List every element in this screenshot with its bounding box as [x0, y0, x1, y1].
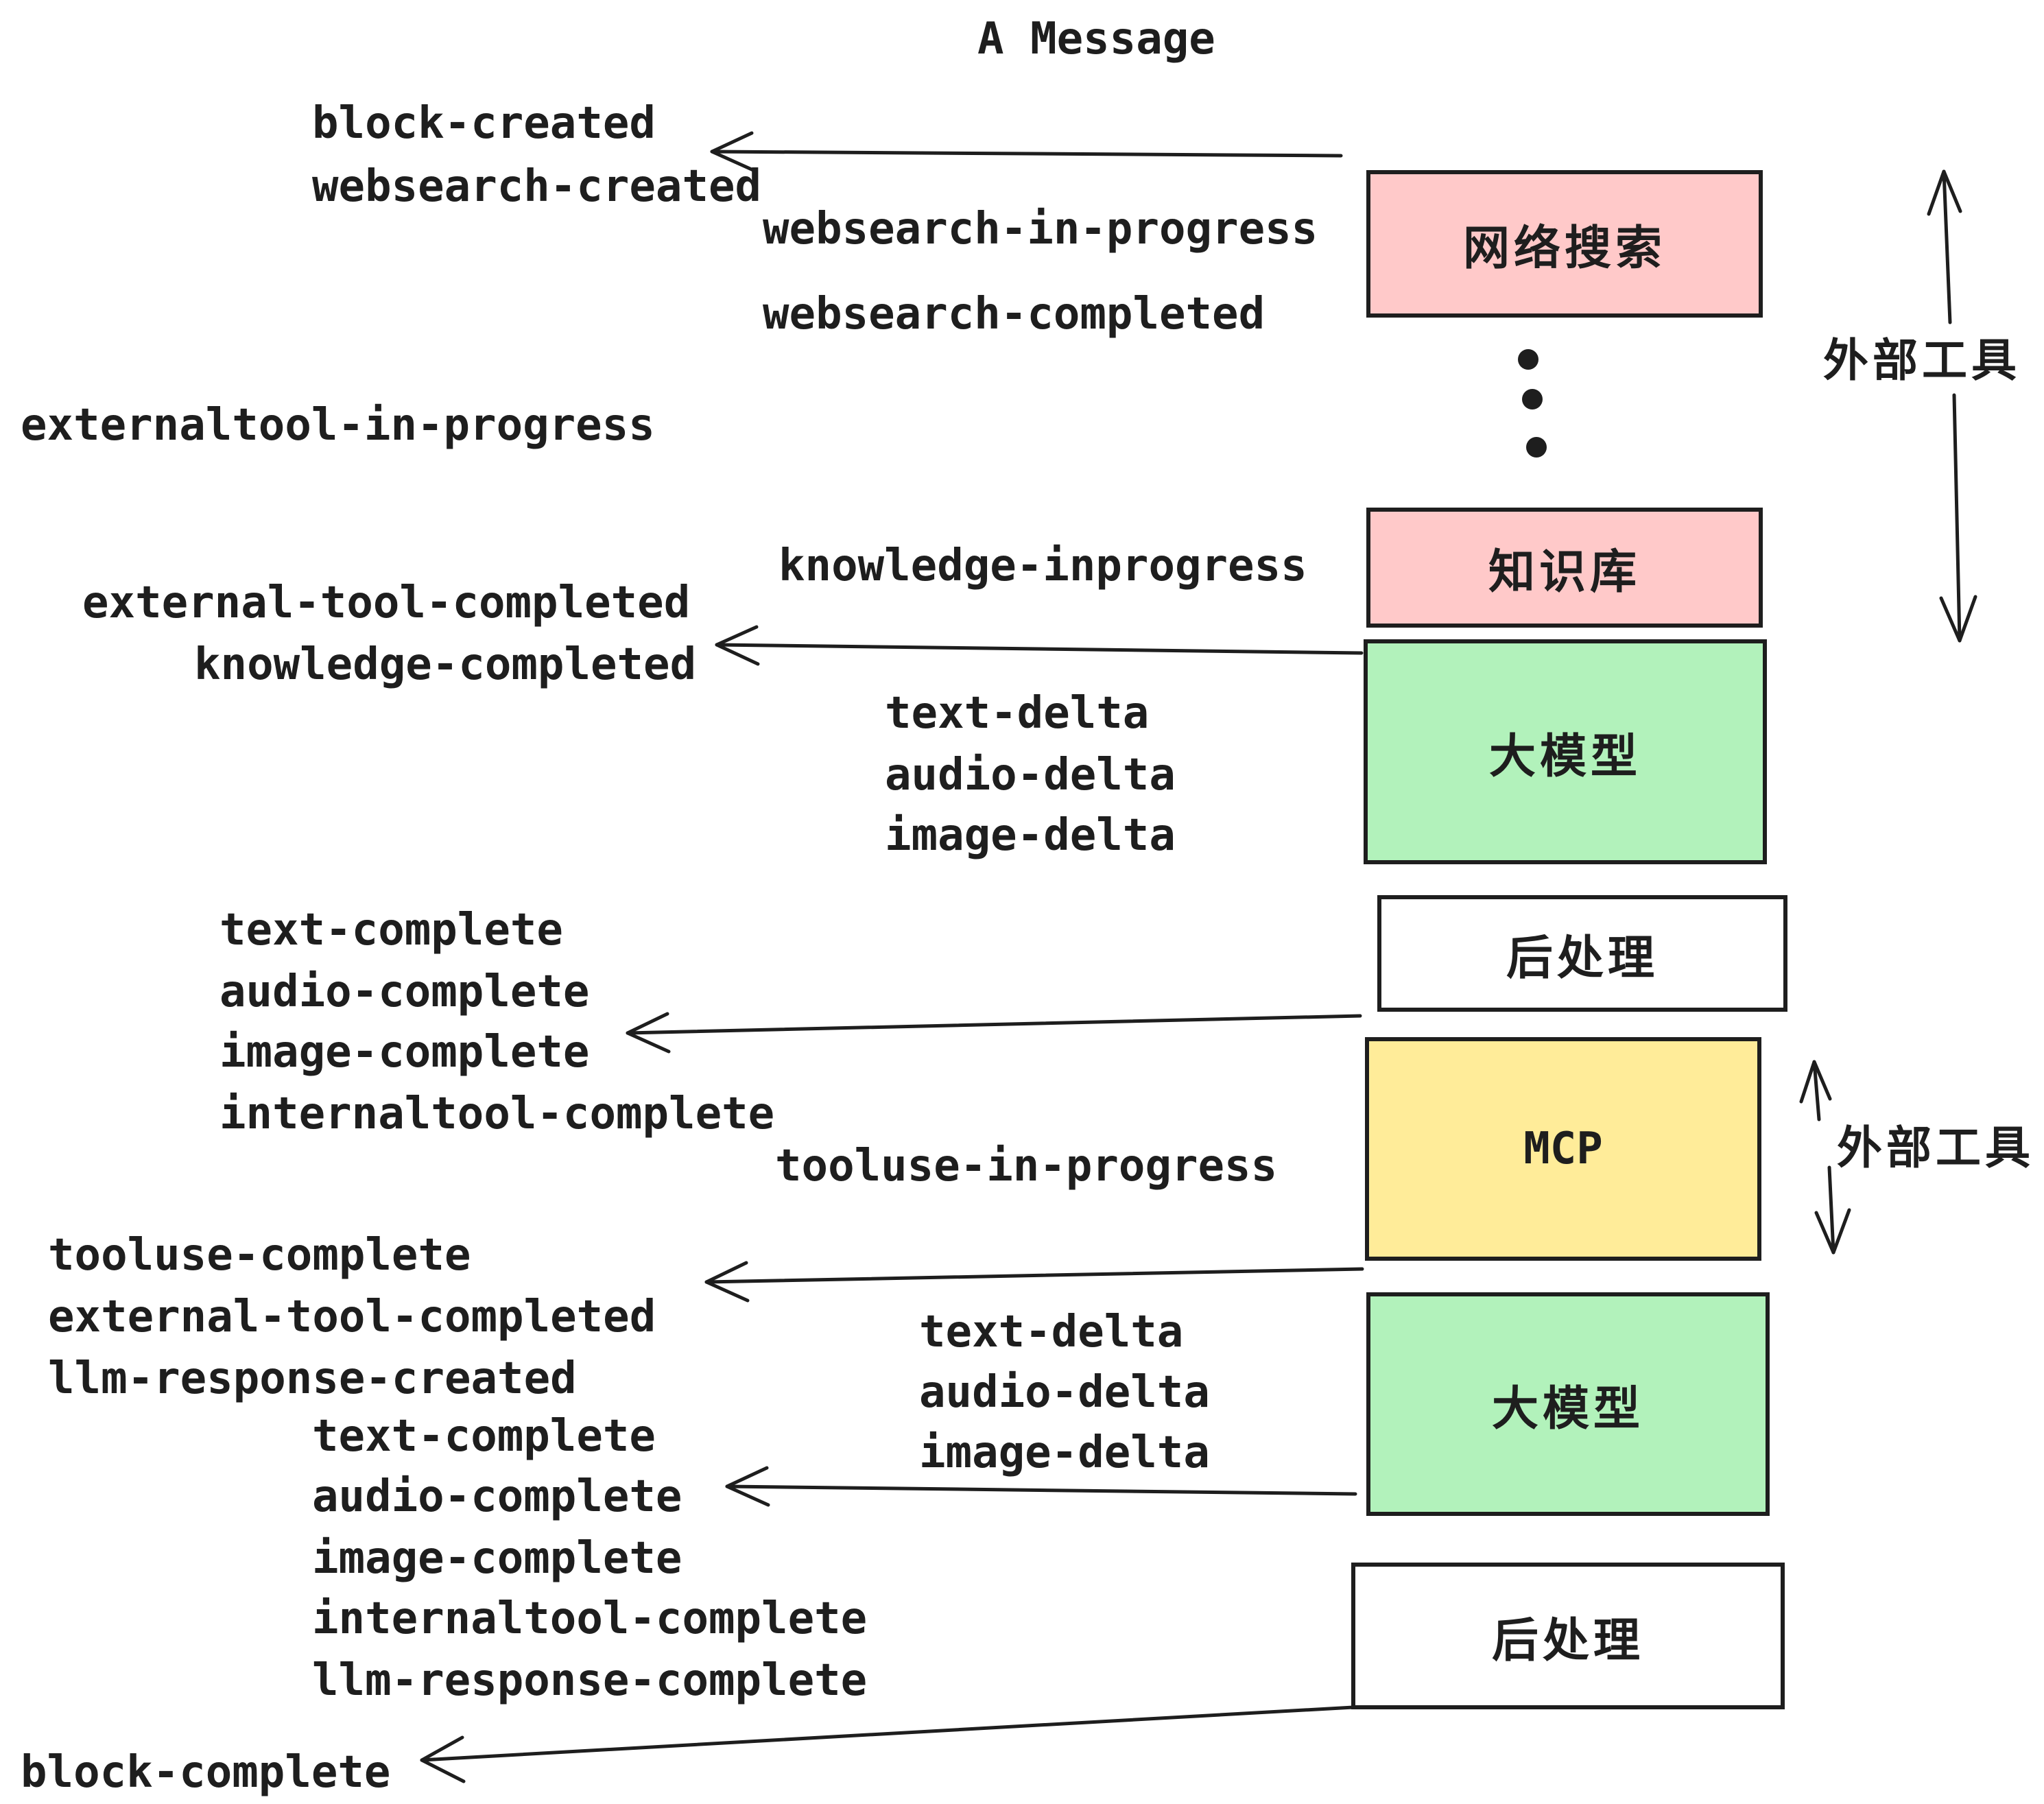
event-audio-delta-2: audio-delta — [919, 1367, 1210, 1418]
box-llm-1: 大模型 — [1364, 639, 1767, 864]
event-audio-complete-1: audio-complete — [219, 966, 590, 1017]
event-llm-response-complete: llm-response-complete — [312, 1655, 868, 1706]
page-title: A Message — [977, 14, 1215, 64]
event-tooluse-complete: tooluse-complete — [48, 1230, 471, 1281]
event-internaltool-complete-1: internaltool-complete — [219, 1089, 775, 1139]
event-text-complete-1: text-complete — [219, 905, 563, 956]
event-internaltool-complete-2: internaltool-complete — [312, 1593, 868, 1644]
box-websearch-label: 网络搜索 — [1462, 222, 1666, 274]
box-postprocess-1-label: 后处理 — [1506, 931, 1659, 984]
label-external-tools-top: 外部工具 — [1823, 335, 2021, 385]
arrow-external-tools-mid-up — [1799, 1060, 1832, 1121]
box-llm-1-label: 大模型 — [1488, 730, 1641, 783]
event-image-complete-1: image-complete — [219, 1027, 590, 1078]
box-llm-2-label: 大模型 — [1491, 1382, 1644, 1435]
event-websearch-in-progress: websearch-in-progress — [763, 204, 1318, 254]
event-websearch-created: websearch-created — [312, 161, 762, 212]
box-mcp: MCP — [1365, 1037, 1761, 1261]
arrow-post2-to-block-complete — [420, 1705, 1355, 1783]
box-postprocess-2: 后处理 — [1351, 1563, 1785, 1709]
event-knowledge-completed: knowledge-completed — [194, 639, 697, 690]
arrow-external-tools-top-up — [1927, 169, 1962, 324]
box-postprocess-1: 后处理 — [1377, 895, 1787, 1012]
arrow-external-tools-top-down — [1939, 393, 1977, 643]
event-audio-delta-1: audio-delta — [885, 750, 1176, 800]
arrow-llm2-to-audio-complete — [725, 1466, 1357, 1507]
event-websearch-completed: websearch-completed — [763, 289, 1265, 340]
event-block-complete: block-complete — [21, 1747, 391, 1798]
event-external-tool-completed-2: external-tool-completed — [48, 1292, 656, 1342]
arrow-websearch-to-created — [710, 131, 1343, 172]
arrow-external-tools-mid-down — [1814, 1165, 1851, 1255]
box-websearch: 网络搜索 — [1366, 170, 1763, 318]
ellipsis-dots — [1518, 349, 1547, 458]
event-text-delta-2: text-delta — [919, 1307, 1184, 1357]
event-llm-response-created: llm-response-created — [48, 1353, 577, 1404]
label-external-tools-mid: 外部工具 — [1837, 1122, 2034, 1173]
event-external-tool-completed-1: external-tool-completed — [82, 578, 691, 628]
event-audio-complete-2: audio-complete — [312, 1471, 682, 1522]
event-knowledge-inprogress: knowledge-inprogress — [779, 541, 1307, 591]
event-block-created: block-created — [312, 98, 656, 149]
arrow-llm1-to-knowledge-completed — [715, 625, 1364, 666]
box-knowledge-label: 知识库 — [1488, 546, 1641, 598]
box-postprocess-2-label: 后处理 — [1491, 1614, 1644, 1667]
box-llm-2: 大模型 — [1366, 1292, 1770, 1516]
event-text-complete-2: text-complete — [312, 1411, 656, 1462]
event-image-complete-2: image-complete — [312, 1533, 682, 1584]
event-image-delta-2: image-delta — [919, 1427, 1210, 1478]
event-text-delta-1: text-delta — [885, 688, 1150, 739]
arrow-post1-to-image-complete — [626, 1012, 1362, 1054]
event-tooluse-in-progress: tooluse-in-progress — [775, 1141, 1278, 1191]
arrow-mcp-to-external-tool-completed — [704, 1261, 1364, 1303]
event-externaltool-in-progress: externaltool-in-progress — [21, 400, 655, 451]
event-image-delta-1: image-delta — [885, 810, 1176, 861]
box-mcp-label: MCP — [1523, 1124, 1603, 1174]
box-knowledge: 知识库 — [1366, 508, 1763, 628]
